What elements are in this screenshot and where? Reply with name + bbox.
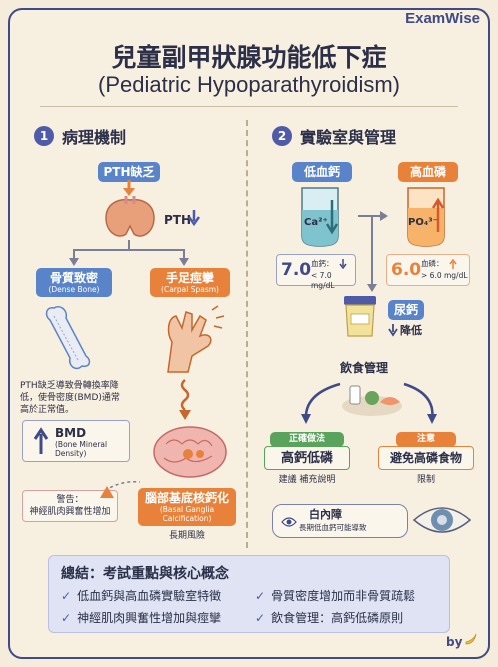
correct-approach-tag: 正確做法 [270,432,344,447]
warning-icon [100,486,114,498]
phosphate-desc: 血磷： [421,259,444,268]
urine-down-arrow-icon [388,324,398,337]
high-ca-low-p-box: 高鈣低磷 [264,446,350,470]
caution-tag: 注意 [396,432,456,447]
calcium-range: < 7.0 mg/dL [311,271,335,291]
diet-title: 飲食管理 [340,361,389,375]
check-icon: ✓ [255,611,266,625]
summary-item-3: ✓ 神經肌肉興奮性增加與痙攣 [61,609,221,626]
high-ca-low-p-title: 高鈣低磷 [280,451,333,466]
pth-down-arrow-icon [187,210,201,227]
summary-item-4: ✓ 飲食管理：高鈣低磷原則 [255,609,403,626]
summary-title: 總結：考試重點與核心概念 [61,566,229,582]
thyroid-icon [105,196,155,237]
summary-item-2-text: 骨質密度增加而非骨質疏鬆 [271,589,416,603]
summary-box: 總結：考試重點與核心概念 ✓ 低血鈣與高血磷實驗室特徵 ✓ 骨質密度增加而非骨質疏鬆… [48,555,450,633]
urine-cup-icon [344,296,376,337]
urine-decrease-note: 降低 [400,324,422,337]
brand-logo: ExamWise [405,10,480,27]
section-2-heading: 2 實驗室與管理 [272,124,396,148]
long-term-risk-note: 長期風險 [168,531,205,541]
basal-ganglia-title: 腦部基底核鈣化 [144,491,229,505]
summary-item-3-text: 神經肌肉興奮性增加與痙攣 [77,611,222,625]
summary-item-4-text: 飲食管理：高鈣低磷原則 [271,611,404,625]
food-icon [342,385,402,416]
phosphate-range: > 6.0 mg/dL [421,271,468,280]
brain-icon [153,426,227,478]
bmd-subtitle: (Bone Mineral Density) [55,440,108,459]
check-icon: ✓ [255,589,266,603]
title-divider [40,106,458,107]
phosphate-ion: PO₄³⁻ [408,217,438,228]
page-frame [8,8,490,659]
dense-bone-title: 骨質致密 [49,271,98,285]
section-1-number: 1 [34,126,54,146]
page-subtitle: (Pediatric Hypoparathyroidism) [98,72,400,97]
calcium-value: 7.0 [281,260,312,280]
bmd-up-arrow-icon [33,427,49,454]
basal-ganglia-label: 腦部基底核鈣化 (Basal Ganglia Calcification) [138,488,236,527]
page-title: 兒童副甲狀腺功能低下症 [111,43,387,72]
summary-item-1: ✓ 低血鈣與高血磷實驗室特徵 [61,587,221,604]
summary-item-2: ✓ 骨質密度增加而非骨質疏鬆 [255,587,415,604]
cataract-box: 白內障 長期低血鈣可能導致 [272,504,408,538]
carpal-spasm-title: 手足痙攣 [165,271,214,285]
small-eye-icon [281,517,297,527]
cataract-note: 長期低血鈣可能導致 [299,523,367,532]
correct-note: 建議 補充說明 [278,475,336,485]
bone-explanation: PTH缺乏導致骨轉換率降低，使骨密度(BMD)通常高於正常值。 [20,381,120,416]
phosphate-value: 6.0 [391,260,422,280]
calcium-desc: 血鈣： [311,259,334,268]
section-1-title: 病理機制 [62,128,127,147]
pth-label: PTH [164,213,192,227]
avoid-phosphate-box: 避免高磷食物 [378,446,474,470]
phosphate-value-box: 6.0 血磷： > 6.0 mg/dL [386,254,470,286]
carpal-spasm-label: 手足痙攣 (Carpal Spasm) [150,268,230,298]
check-icon: ✓ [61,589,72,603]
caution-note: 限制 [416,475,435,485]
check-icon: ✓ [61,611,72,625]
low-calcium-label: 低血鈣 [292,162,352,183]
bmd-box: BMD (Bone Mineral Density) [22,420,130,462]
urine-calcium-label: 尿鈣 [388,300,424,321]
section-1-heading: 1 病理機制 [34,124,126,148]
dense-bone-subtitle: (Dense Bone) [48,285,100,295]
calcium-beaker-icon [301,187,339,247]
bmd-title: BMD [55,426,87,440]
summary-item-1-text: 低血鈣與高血磷實驗室特徵 [77,589,222,603]
footer-by: by [446,635,463,649]
dense-bone-label: 骨質致密 (Dense Bone) [36,268,112,298]
banana-logo-icon [465,633,477,645]
avoid-phosphate-title: 避免高磷食物 [389,451,462,465]
carpal-spasm-subtitle: (Carpal Spasm) [161,285,219,295]
section-2-title: 實驗室與管理 [300,128,397,147]
warning-title: 警告： [56,495,84,505]
eye-icon [412,507,472,533]
calcium-value-box: 7.0 血鈣： < 7.0 mg/dL [276,254,356,290]
column-divider [246,120,248,548]
phosphate-up-arrow-icon [449,258,457,269]
pth-deficiency-label: PTH缺乏 [98,162,160,183]
bone-icon [45,306,91,370]
hand-spasm-icon [167,305,225,373]
phosphate-beaker-icon [407,187,445,247]
high-phosphate-label: 高血磷 [398,162,458,183]
warning-text: 神經肌肉興奮性增加 [29,507,111,517]
basal-ganglia-subtitle: (Basal Ganglia Calcification) [159,505,215,524]
section-2-number: 2 [272,126,292,146]
calcium-ion: Ca²⁺ [304,217,328,228]
cataract-title: 白內障 [309,508,342,521]
calcium-down-arrow-icon [339,259,347,270]
